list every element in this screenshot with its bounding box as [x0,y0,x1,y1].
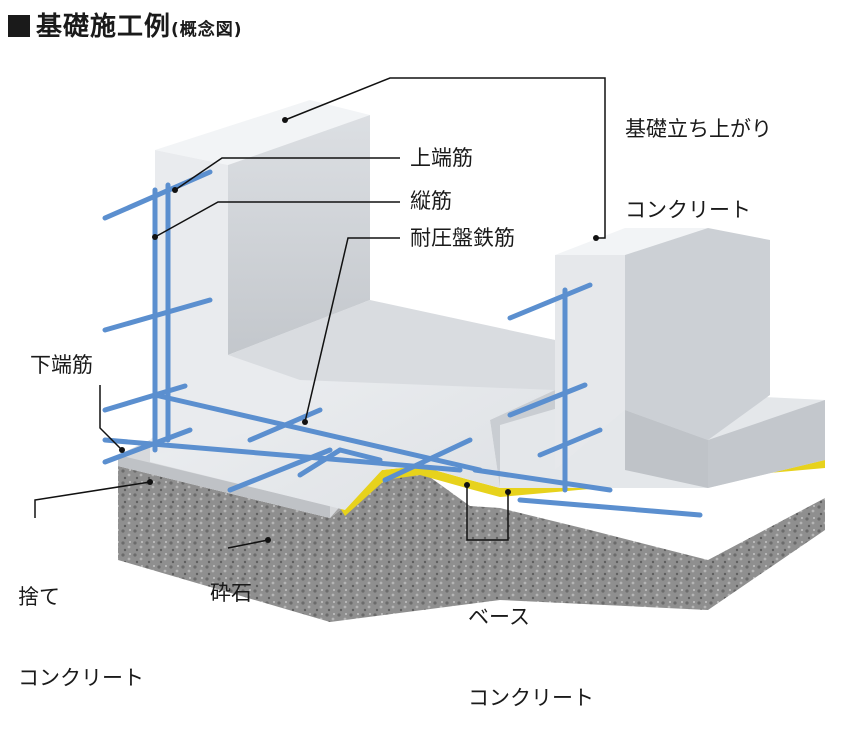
label-foundation-rise: 基礎立ち上がり コンクリート [625,62,772,251]
page-title: 基礎施工例(概念図) [8,6,243,43]
label-blinding-line1: 捨て [18,585,60,609]
label-foundation-rise-line1: 基礎立ち上がり [625,117,772,141]
label-base-line1: ベース [468,605,530,629]
label-top-rebar: 上端筋 [410,146,473,170]
label-blinding-line2: コンクリート [18,666,144,690]
leader-lines [34,77,606,549]
foundation-diagram [34,77,825,622]
title-main: 基礎施工例 [36,12,172,42]
label-base-line2: コンクリート [468,686,594,710]
label-base-concrete: ベース コンクリート [468,550,594,739]
leader-dots [119,117,599,543]
label-slab-rebar: 耐圧盤鉄筋 [410,226,515,250]
label-vertical-rebar: 縦筋 [410,189,452,213]
label-crushed-stone: 砕石 [210,581,252,605]
rebar-group [102,169,703,518]
square-bullet-icon [8,15,30,37]
right-wall [555,228,770,488]
label-bottom-rebar: 下端筋 [30,353,93,377]
label-blinding-concrete: 捨て コンクリート [18,530,144,719]
title-sub: (概念図) [171,20,243,40]
label-foundation-rise-line2: コンクリート [625,198,751,222]
